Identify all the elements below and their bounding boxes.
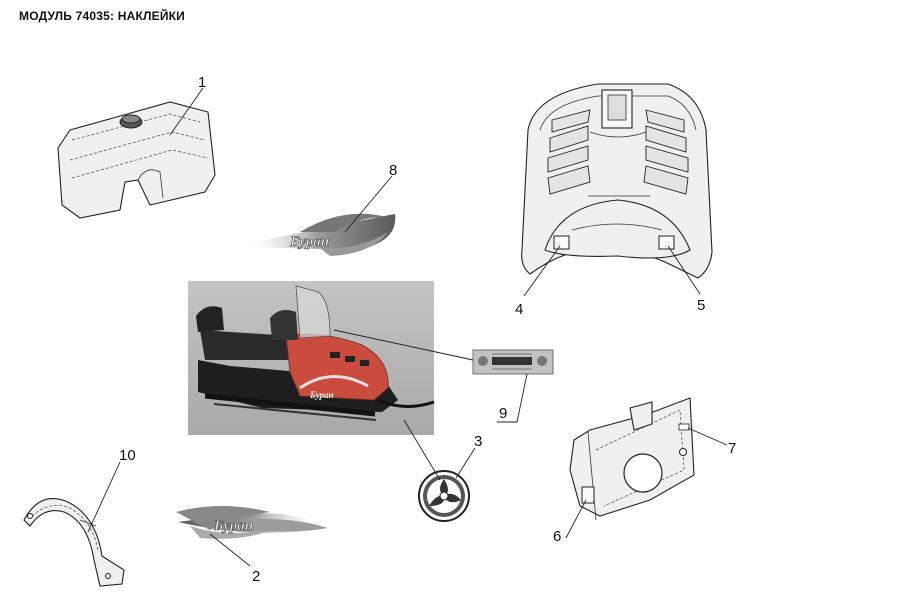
leader-9 [497, 373, 528, 423]
part-8-logo-decal: Буран [242, 213, 396, 256]
svg-text:Буран: Буран [289, 234, 329, 250]
leader-6 [565, 499, 587, 539]
part-2-logo-decal: Буран [176, 506, 328, 539]
part-4-5-hood [521, 83, 713, 279]
sticker-6-marker [581, 486, 595, 504]
leader-10 [87, 461, 121, 533]
part-9-nameplate [472, 349, 554, 375]
callout-4: 4 [515, 301, 523, 318]
sticker-5-marker [658, 235, 675, 250]
callout-9: 9 [499, 405, 507, 422]
callout-3: 3 [474, 433, 482, 450]
leader-5 [667, 245, 701, 295]
part-1-tank-cover [57, 101, 216, 219]
leader-1 [169, 87, 204, 136]
part-3-fan-emblem [418, 470, 470, 522]
svg-text:Буран: Буран [309, 390, 333, 400]
leader-2 [209, 533, 251, 567]
callout-5: 5 [697, 297, 705, 314]
sticker-7-marker [678, 423, 690, 431]
callout-8: 8 [389, 162, 397, 179]
part-10-guard [23, 498, 125, 587]
leader-3 [455, 447, 476, 479]
leader-9-to-photo [333, 329, 474, 361]
page-title: МОДУЛЬ 74035: НАКЛЕЙКИ [19, 9, 186, 23]
callout-6: 6 [553, 528, 561, 545]
leader-3-to-photo [403, 419, 441, 481]
callout-7: 7 [728, 440, 736, 457]
callout-10: 10 [119, 447, 136, 464]
callout-1: 1 [198, 74, 206, 91]
snowmobile-photo: Буран [188, 281, 435, 435]
leader-8 [344, 175, 393, 233]
sticker-4-marker [553, 235, 570, 250]
leader-4 [523, 245, 561, 297]
callout-2: 2 [252, 568, 260, 585]
svg-text:Буран: Буран [213, 518, 253, 534]
part-6-7-side-cover [569, 397, 695, 521]
leader-7 [687, 427, 728, 446]
